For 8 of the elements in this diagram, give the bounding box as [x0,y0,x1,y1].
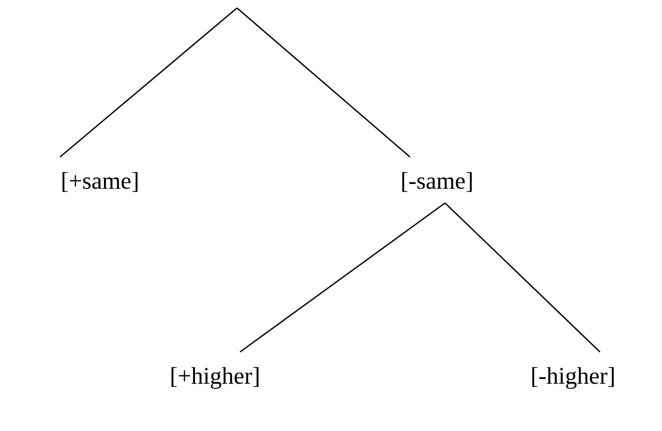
tree-branch [236,8,410,158]
tree-branch [240,202,446,353]
node-label: [-higher] [532,367,614,389]
tree-branch [60,8,238,158]
node-label: [-same] [402,172,472,192]
node-label: [+same] [62,172,138,192]
node-label: [+higher] [172,367,258,389]
tree-branch [444,202,600,352]
